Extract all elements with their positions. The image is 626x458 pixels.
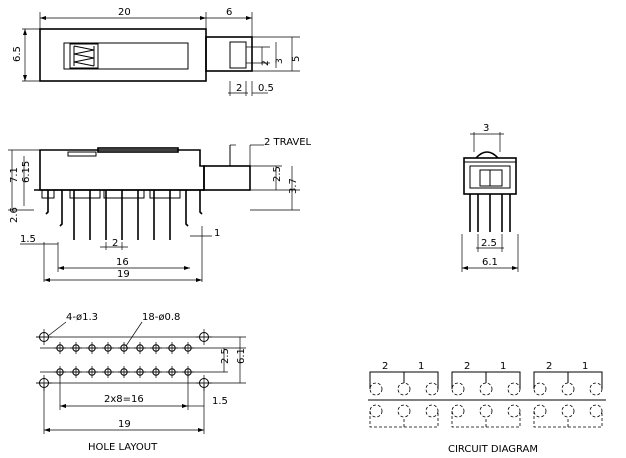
hole-layout: 4-ø1.3 18-ø0.8 2.5 6.1 2x8=16 1.5 19 HOL… [36, 312, 247, 453]
terminal [369, 404, 383, 418]
terminal [589, 382, 603, 396]
terminal [479, 404, 493, 418]
side-actuator [203, 165, 251, 191]
dim-side-span: 16 [116, 257, 129, 268]
terminal [369, 382, 383, 396]
dim-top-actuator: 6 [226, 7, 232, 18]
circuit-diagram: CIRCUIT DIAGRAM 2 1 2 1 2 1 [368, 361, 606, 455]
top-slot [63, 42, 189, 70]
end-view: 3 2.5 6.1 [461, 123, 519, 272]
terminal [397, 404, 411, 418]
label-big-holes: 4-ø1.3 [66, 312, 98, 323]
dim-side-overall: 19 [117, 269, 130, 280]
dim-top-knob-w: 2 [236, 83, 242, 94]
dim-top-knob-h: 2 [261, 60, 271, 66]
top-view: 20 6 6.5 2 3 5 2 0.5 [12, 7, 302, 96]
dim-side-act-y: 3.7 [288, 178, 299, 194]
side-view: 2 TRAVEL 7.1 6.15 2.6 [8, 137, 312, 282]
dim-side-total: 7.1 [9, 167, 20, 183]
terminal [533, 382, 547, 396]
circuit-label-1: 1 [500, 361, 506, 372]
dim-hole-offset: 1.5 [212, 396, 228, 407]
side-body [39, 149, 205, 191]
top-body [39, 28, 207, 82]
dim-side-pitch: 2 [112, 238, 118, 249]
terminal [507, 382, 521, 396]
dim-hole-row-pitch: 2.5 [220, 348, 231, 364]
dim-hole-row-span: 6.1 [236, 348, 247, 364]
side-travel-label: 2 TRAVEL [264, 137, 312, 148]
top-actuator [205, 36, 253, 72]
circuit-title: CIRCUIT DIAGRAM [448, 444, 538, 455]
label-small-holes: 18-ø0.8 [142, 312, 180, 323]
top-knob [229, 41, 247, 69]
dim-top-knob-gap: 3 [275, 58, 285, 64]
end-knob [475, 151, 499, 159]
dim-top-tail-h: 5 [291, 56, 302, 62]
dim-side-body: 6.15 [21, 161, 32, 183]
dim-side-lead: 2.6 [9, 207, 20, 223]
terminal [425, 404, 439, 418]
dim-side-offset: 1.5 [20, 234, 36, 245]
dim-side-end: 1 [214, 228, 220, 239]
circuit-label-1: 1 [582, 361, 588, 372]
circuit-label-2: 2 [464, 361, 470, 372]
terminal [451, 404, 465, 418]
terminal [397, 382, 411, 396]
dim-hole-span: 2x8=16 [104, 394, 144, 405]
dim-end-width: 6.1 [482, 257, 498, 268]
spring-icon [69, 43, 99, 69]
circuit-label-2: 2 [546, 361, 552, 372]
terminal [425, 382, 439, 396]
dim-top-length: 20 [118, 7, 131, 18]
terminal [479, 382, 493, 396]
dim-end-pitch: 2.5 [481, 238, 497, 249]
dim-top-height: 6.5 [12, 46, 23, 62]
dim-hole-overall: 19 [118, 419, 131, 430]
terminal [533, 404, 547, 418]
terminal [561, 404, 575, 418]
terminal [561, 382, 575, 396]
circuit-label-1: 1 [418, 361, 424, 372]
hole-layout-title: HOLE LAYOUT [88, 442, 158, 453]
side-pins [41, 189, 203, 240]
dim-end-top: 3 [483, 123, 489, 134]
terminal [507, 404, 521, 418]
terminal [451, 382, 465, 396]
terminal [589, 404, 603, 418]
dim-side-act-h: 2.5 [272, 166, 283, 182]
dim-top-tail-w: 0.5 [258, 83, 274, 94]
circuit-label-2: 2 [382, 361, 388, 372]
